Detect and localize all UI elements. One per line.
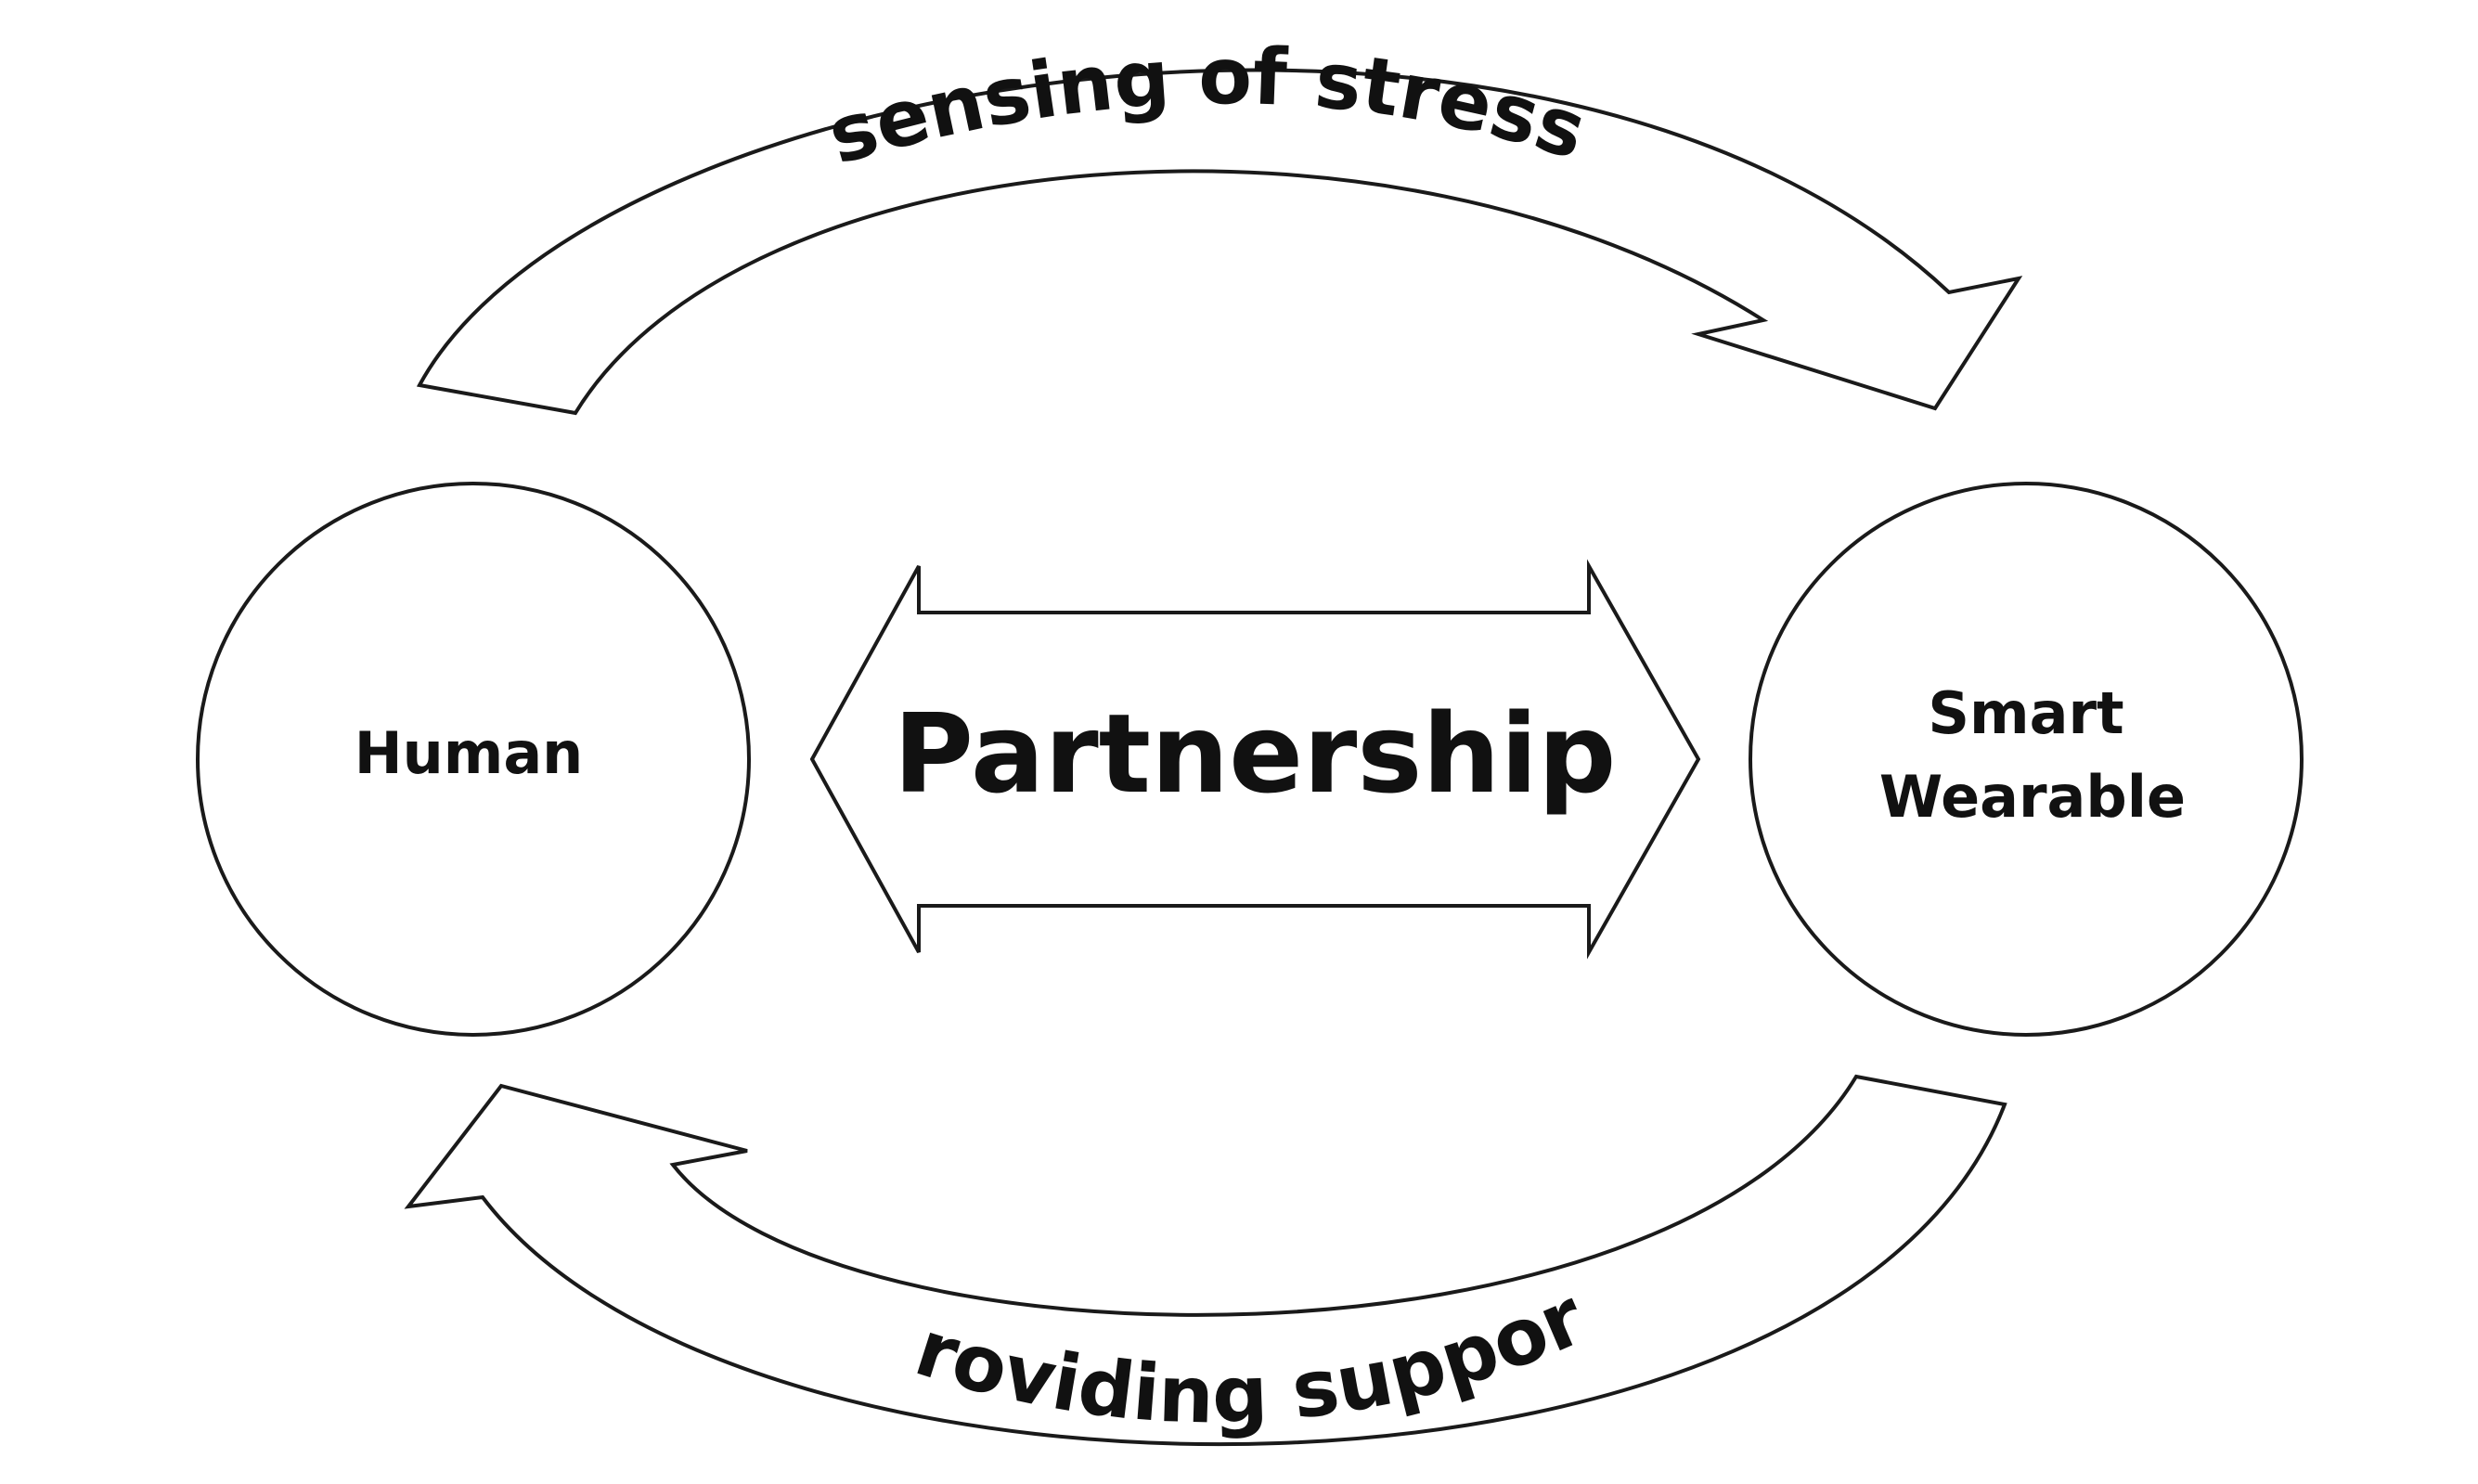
top-arrow-shape [416,68,2023,416]
partnership-label: Partnership [894,690,1617,818]
human-node: Human [196,482,751,1037]
bottom-arrow-shape [404,1074,2007,1447]
smart-wearable-label-line1: Smart [1928,679,2123,747]
smart-wearable-node: Smart Wearable [1749,482,2304,1037]
smart-wearable-label-line2: Wearable [1879,763,2186,831]
sensing-of-stress-arrow: sensing of stress [416,31,2023,416]
double-arrow-shape [809,559,1701,960]
smart-wearable-circle [1749,482,2304,1037]
human-label: Human [355,719,584,787]
partnership-double-arrow: Partnership [809,559,1701,960]
human-circle [196,482,751,1037]
